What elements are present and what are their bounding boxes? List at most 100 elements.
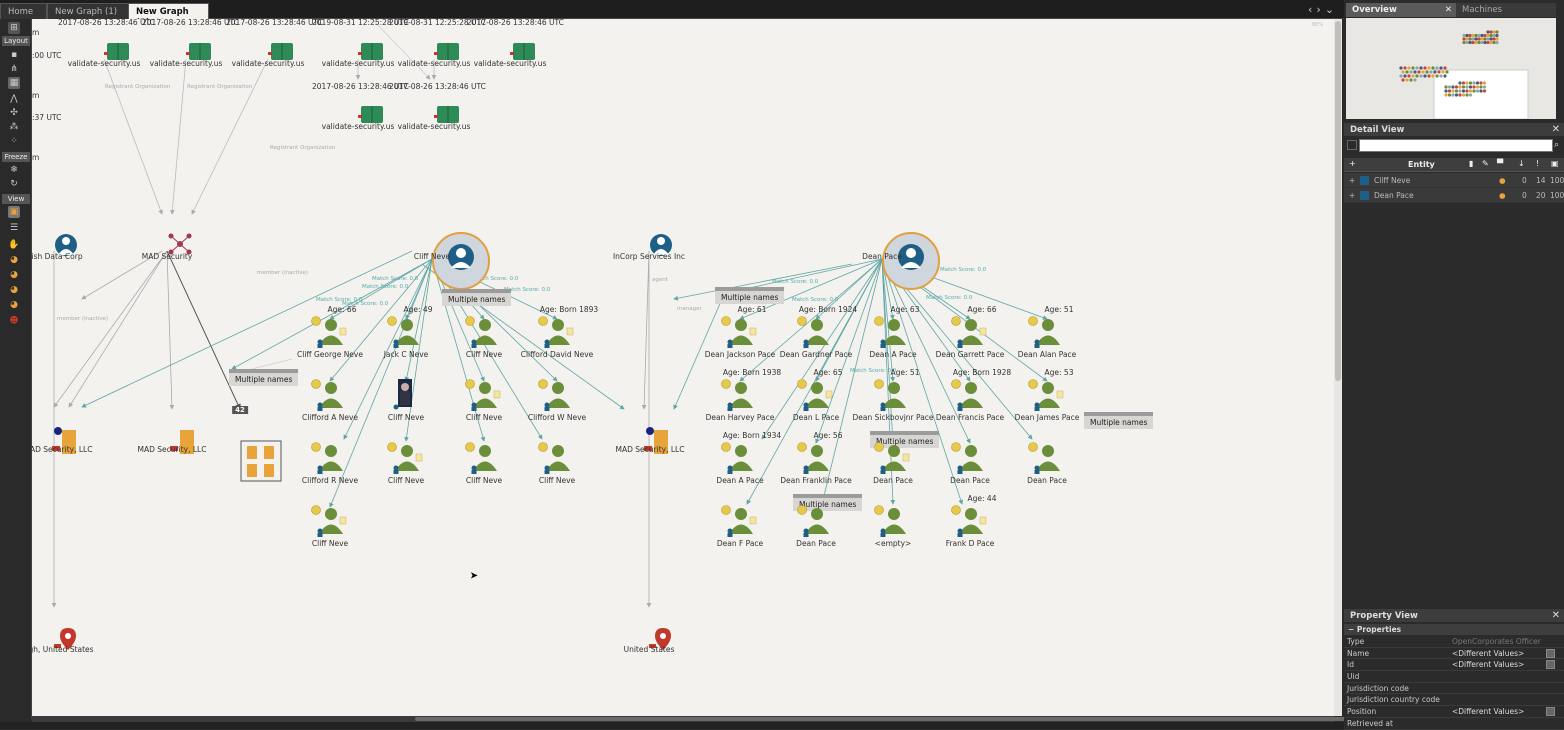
person-node[interactable] — [794, 440, 838, 480]
tab-new-graph-1[interactable]: New Graph (1) — [47, 3, 130, 19]
person-node[interactable] — [308, 440, 352, 480]
multiple-names-callout[interactable]: Multiple names — [442, 289, 512, 306]
freeze-icon[interactable]: ❄ — [10, 165, 18, 175]
person-node[interactable] — [948, 503, 992, 543]
scroll-thumb[interactable] — [415, 717, 1355, 721]
chevron-left-icon[interactable]: ‹ — [1308, 3, 1317, 16]
scroll-thumb[interactable] — [1335, 21, 1341, 381]
download-icon[interactable]: ↓ — [1518, 159, 1525, 168]
view-person-icon[interactable]: ☻ — [9, 316, 19, 326]
person-node[interactable] — [1025, 440, 1069, 480]
person-node[interactable] — [794, 314, 838, 354]
person-node[interactable] — [462, 377, 506, 417]
tab-overview[interactable]: Overview✕ — [1346, 3, 1456, 17]
person-node[interactable] — [384, 377, 428, 417]
person-node[interactable] — [1025, 314, 1069, 354]
person-node[interactable] — [871, 503, 915, 543]
person-node[interactable] — [718, 440, 762, 480]
person-node[interactable] — [462, 314, 506, 354]
property-row[interactable]: Id<Different Values> — [1344, 659, 1564, 672]
view-list-icon[interactable]: ☰ — [9, 223, 19, 233]
folder-icon[interactable]: ▀ — [1497, 159, 1504, 168]
view-bubble-icon[interactable]: ◕ — [10, 255, 18, 265]
person-node[interactable] — [794, 503, 838, 543]
close-icon[interactable]: ✕ — [1551, 610, 1560, 621]
layout-tree-icon[interactable]: ⋔ — [10, 64, 18, 74]
comment-icon[interactable]: ▣ — [1551, 159, 1559, 168]
properties-section[interactable]: − Properties — [1344, 624, 1564, 635]
multiple-names-callout[interactable]: Multiple names — [715, 287, 785, 304]
person-node[interactable] — [794, 377, 838, 417]
layout-organic-icon[interactable]: ⁂ — [9, 122, 19, 132]
property-row[interactable]: Uid — [1344, 671, 1564, 683]
tab-home[interactable]: Home — [0, 3, 47, 19]
view-bubble3-icon[interactable]: ◕ — [10, 285, 18, 295]
tab-machines[interactable]: Machines — [1456, 3, 1556, 17]
close-icon[interactable]: ✕ — [1444, 5, 1452, 15]
person-node[interactable] — [308, 314, 352, 354]
chevron-right-icon[interactable]: › — [1316, 3, 1325, 16]
edit-button[interactable] — [1546, 707, 1555, 717]
property-row[interactable]: Position<Different Values> — [1344, 706, 1564, 718]
person-node[interactable] — [871, 314, 915, 354]
add-icon[interactable]: + — [1349, 159, 1356, 168]
property-row[interactable]: Jurisdiction code — [1344, 683, 1564, 695]
detail-search-input[interactable] — [1359, 139, 1553, 152]
vertical-scrollbar[interactable] — [1334, 19, 1342, 716]
multiple-names-callout[interactable]: Multiple names — [1084, 412, 1154, 429]
multiple-names-callout[interactable]: Multiple names — [793, 494, 863, 511]
pin-icon[interactable]: ✎ — [1482, 159, 1489, 168]
person-node[interactable] — [718, 377, 762, 417]
person-node[interactable] — [535, 440, 579, 480]
view-bubble4-icon[interactable]: ◕ — [10, 300, 18, 310]
expand-icon[interactable]: + — [1349, 176, 1356, 185]
table-row[interactable]: + Dean Pace ● 0 20 100 — [1344, 188, 1564, 203]
column-entity[interactable]: Entity — [1408, 160, 1435, 169]
person-node[interactable] — [718, 314, 762, 354]
person-node[interactable] — [718, 503, 762, 543]
tab-new-graph-2[interactable]: New Graph (2)✕ — [128, 3, 209, 28]
search-icon[interactable]: ⌕ — [1554, 140, 1560, 150]
property-row[interactable]: Jurisdiction country code — [1344, 694, 1564, 707]
close-icon[interactable]: ✕ — [1551, 124, 1560, 135]
fit-icon[interactable]: ⊞ — [8, 22, 20, 34]
multiple-names-callout[interactable]: Multiple names — [229, 369, 299, 386]
person-node[interactable] — [308, 503, 352, 543]
edit-button[interactable] — [1546, 660, 1555, 670]
layout-hierarchy-icon[interactable]: ⋀ — [10, 94, 18, 104]
refresh-icon[interactable]: ↻ — [10, 179, 18, 189]
overview-minimap[interactable] — [1346, 18, 1556, 120]
property-row[interactable]: Name<Different Values> — [1344, 648, 1564, 660]
person-node[interactable] — [1025, 377, 1069, 417]
view-hand-icon[interactable]: ✋ — [8, 240, 20, 250]
expand-icon[interactable]: + — [1349, 191, 1356, 200]
person-node[interactable] — [948, 377, 992, 417]
person-node[interactable] — [535, 314, 579, 354]
person-node[interactable] — [462, 440, 506, 480]
graph-canvas[interactable]: 2017-08-26 13:28:46 UTC 2017-08-26 13:28… — [32, 19, 1334, 716]
edit-button[interactable] — [1546, 648, 1555, 658]
table-row[interactable]: + Cliff Neve ● 0 14 100 — [1344, 173, 1564, 188]
person-node[interactable] — [384, 314, 428, 354]
person-node[interactable] — [871, 440, 915, 480]
layout-radial-icon[interactable]: ✣ — [10, 108, 18, 118]
layout-circle-icon[interactable]: ⁘ — [10, 136, 18, 146]
filter-checkbox[interactable] — [1347, 140, 1357, 150]
chevron-down-icon[interactable]: ⌄ — [1324, 3, 1339, 16]
person-node[interactable] — [871, 377, 915, 417]
bookmark-icon[interactable]: ▮ — [1469, 159, 1474, 168]
multiple-names-callout[interactable]: Multiple names — [870, 431, 940, 448]
person-node[interactable] — [308, 377, 352, 417]
property-row[interactable]: Retrieved at — [1344, 718, 1564, 730]
collapse-icon[interactable]: − — [1348, 625, 1357, 634]
layout-lock-icon[interactable]: ▪ — [10, 50, 18, 60]
weight-icon[interactable]: ! — [1536, 159, 1540, 168]
layout-grid-icon[interactable]: ▦ — [8, 77, 20, 89]
person-node[interactable] — [948, 440, 992, 480]
person-node[interactable] — [384, 440, 428, 480]
horizontal-scrollbar[interactable] — [32, 716, 1355, 722]
view-entity-icon[interactable]: ▣ — [8, 206, 20, 218]
person-node[interactable] — [948, 314, 992, 354]
view-bubble2-icon[interactable]: ◕ — [10, 270, 18, 280]
